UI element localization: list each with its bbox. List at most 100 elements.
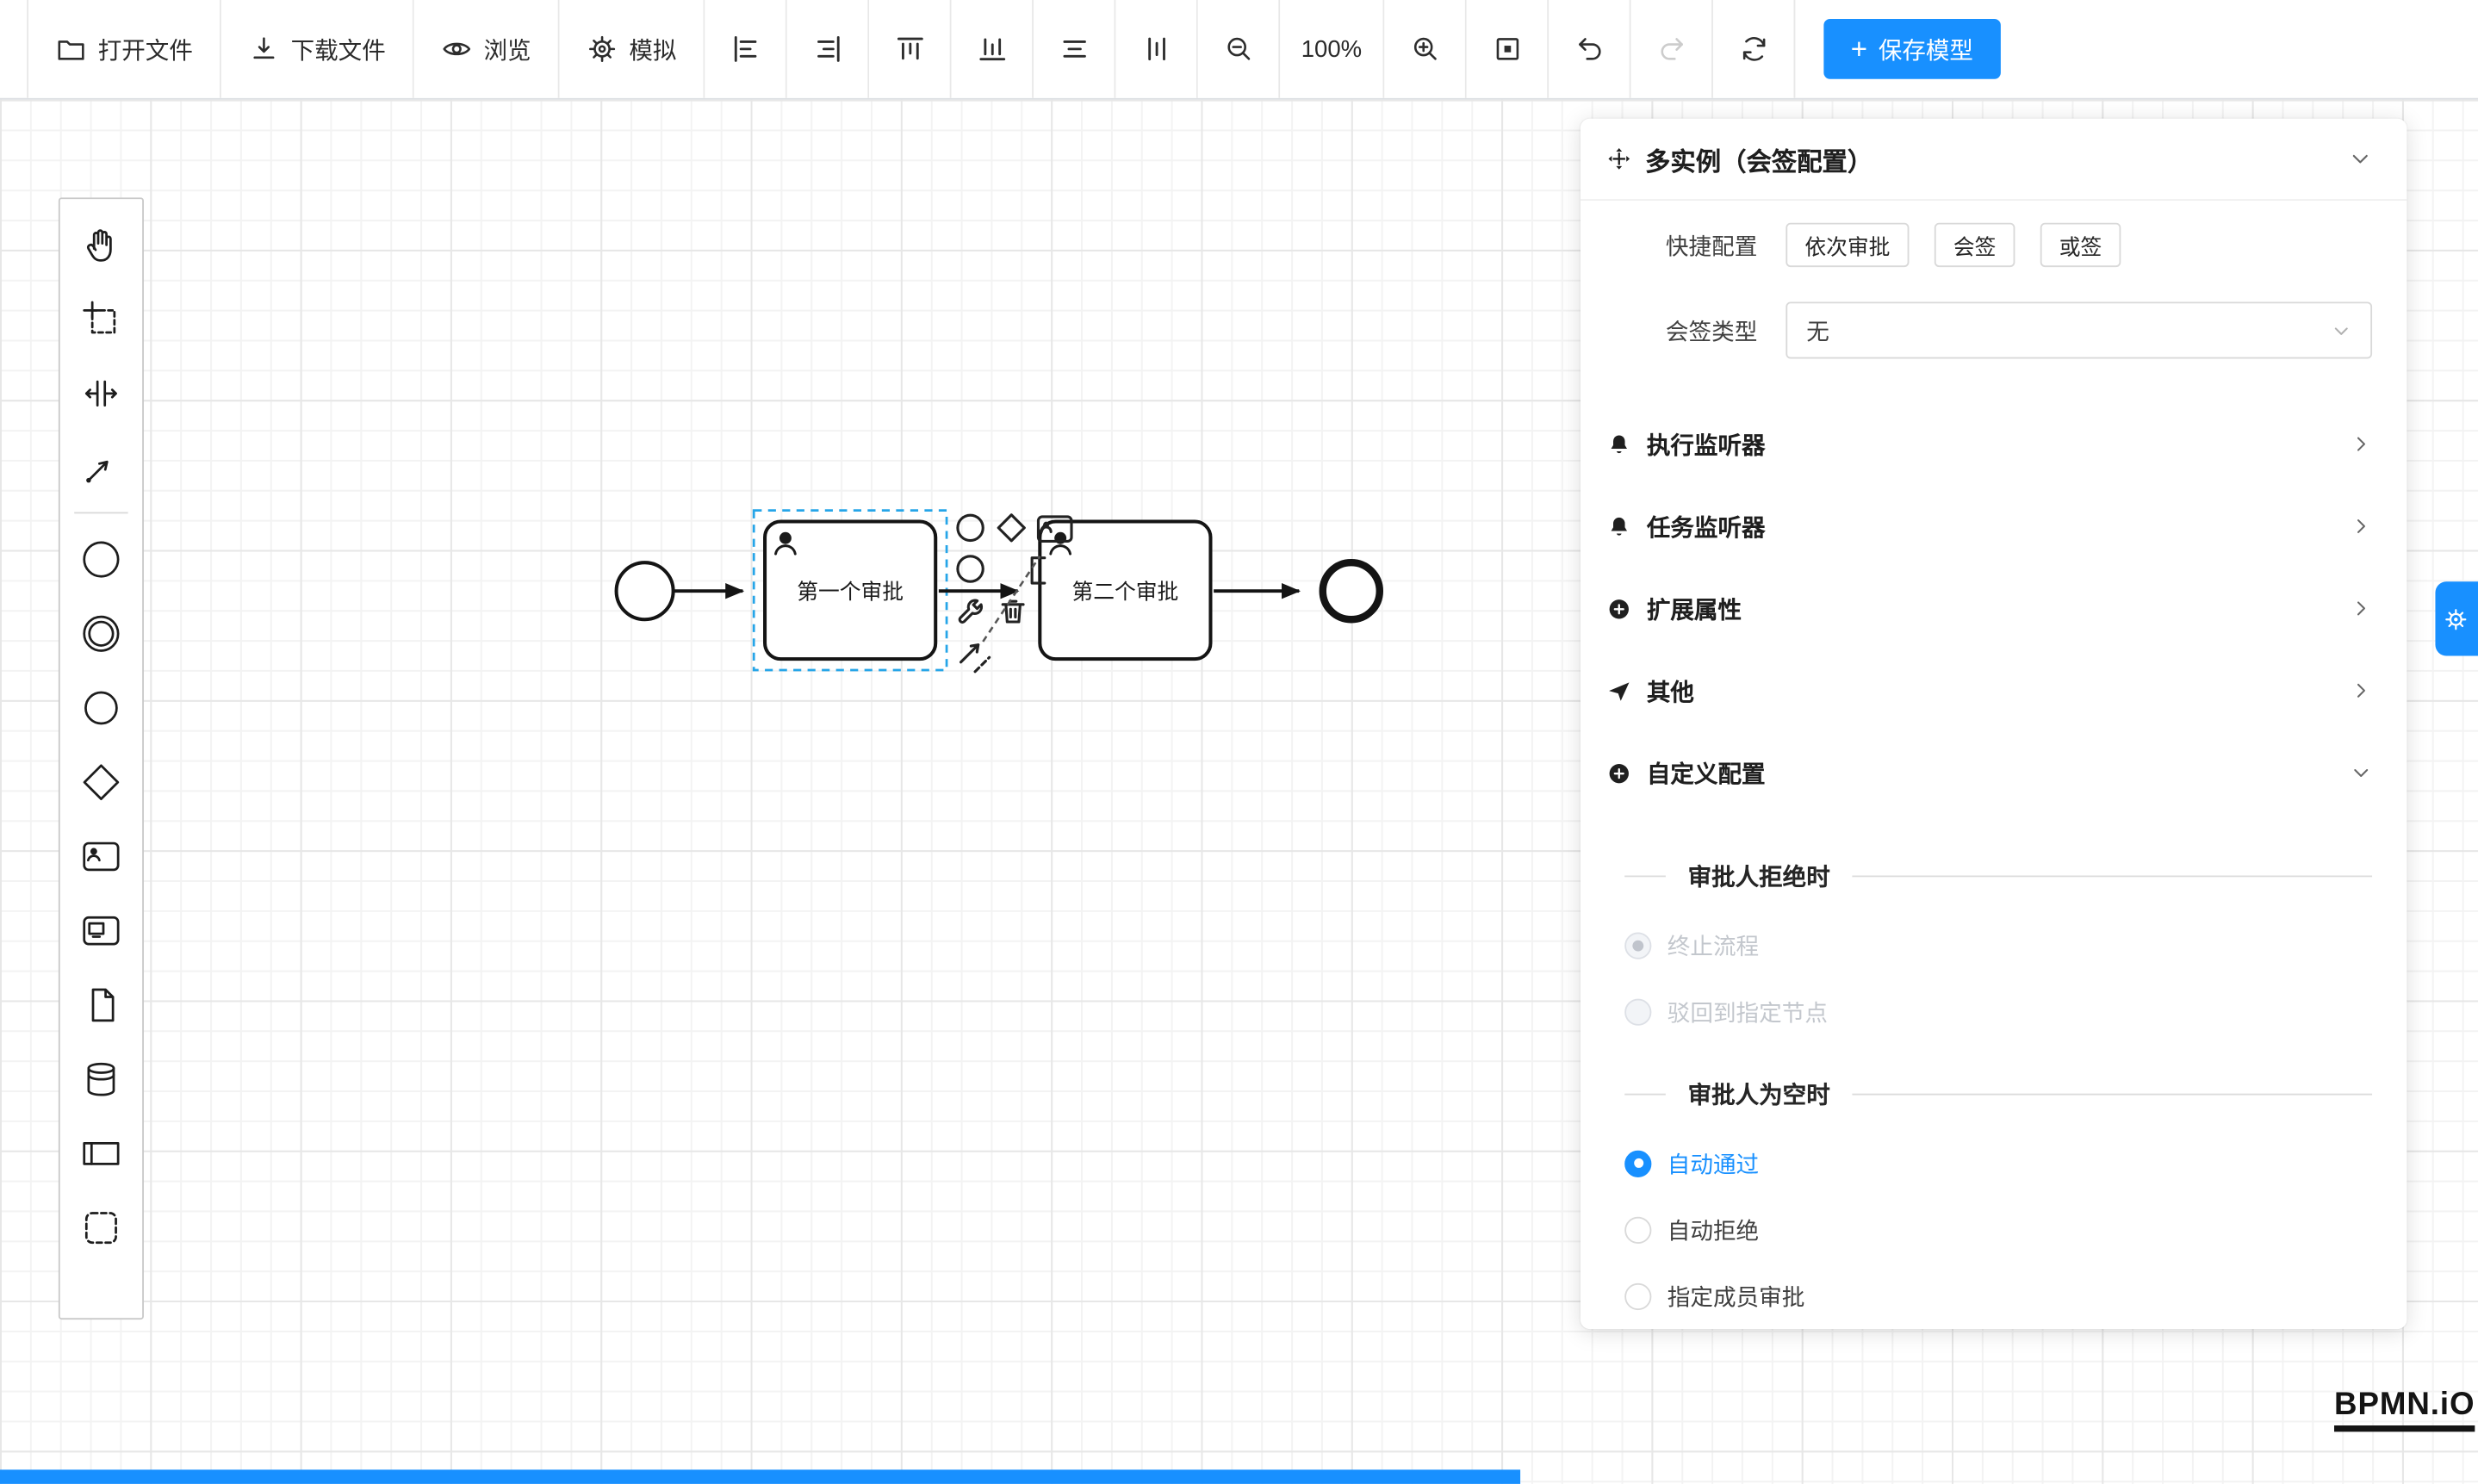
radio-label: 自动通过 xyxy=(1667,1152,1760,1178)
section-custom-config[interactable]: 自定义配置 xyxy=(1581,732,2407,814)
data-store-icon xyxy=(87,1061,115,1096)
refresh-icon xyxy=(1742,37,1765,61)
create-start-event[interactable] xyxy=(60,521,142,595)
align-right-button[interactable] xyxy=(786,0,870,98)
trash-icon[interactable] xyxy=(1001,599,1025,624)
append-gateway-icon[interactable] xyxy=(997,513,1026,543)
radio-label: 驳回到指定节点 xyxy=(1667,1001,1828,1027)
start-event[interactable] xyxy=(614,561,675,622)
sign-type-select[interactable]: 无 xyxy=(1786,301,2373,359)
radio-label: 指定成员审批 xyxy=(1667,1285,1805,1311)
quick-option-orsign[interactable]: 或签 xyxy=(2040,222,2121,268)
chevron-right-icon xyxy=(2357,601,2365,616)
radio-auto-reject[interactable]: 自动拒绝 xyxy=(1624,1196,2372,1263)
zoom-out-icon xyxy=(1227,37,1250,60)
save-model-button[interactable]: + 保存模型 xyxy=(1823,19,2001,79)
radio-unchecked[interactable] xyxy=(1624,1215,1652,1244)
plus-circle-icon xyxy=(1609,599,1629,618)
zoom-in-icon xyxy=(1413,37,1436,60)
align-bottom-button[interactable] xyxy=(951,0,1034,98)
user-icon xyxy=(774,531,797,556)
append-end-event-icon[interactable] xyxy=(956,555,984,583)
create-data-object[interactable] xyxy=(60,967,142,1041)
end-event[interactable] xyxy=(1319,558,1384,624)
simulate-button[interactable]: 模拟 xyxy=(559,0,705,98)
section-label: 执行监听器 xyxy=(1646,432,1766,460)
create-gateway[interactable] xyxy=(60,744,142,818)
align-left-button[interactable] xyxy=(705,0,787,98)
create-task[interactable] xyxy=(60,893,142,967)
redo-button[interactable] xyxy=(1630,0,1714,98)
bpmn-io-logo[interactable]: BPMN.iO xyxy=(2334,1388,2475,1432)
gateway-icon xyxy=(83,763,120,800)
section-extended-properties[interactable]: 扩展属性 xyxy=(1581,568,2407,649)
radio-terminate-process: 终止流程 xyxy=(1624,912,2372,978)
create-participant[interactable] xyxy=(60,1115,142,1189)
chevron-down-icon xyxy=(2334,326,2348,334)
gear-icon xyxy=(589,35,616,62)
lasso-icon xyxy=(83,300,116,333)
palette xyxy=(58,197,144,1320)
zoom-in-button[interactable] xyxy=(1384,0,1467,98)
radio-return-to-node: 驳回到指定节点 xyxy=(1624,978,2372,1045)
create-user-task[interactable] xyxy=(60,818,142,892)
bottom-accent-bar xyxy=(0,1469,1521,1484)
intermediate-event-icon xyxy=(83,614,120,651)
open-file-button[interactable]: 打开文件 xyxy=(27,0,221,98)
hand-tool[interactable] xyxy=(60,207,142,281)
chevron-right-icon xyxy=(2357,437,2365,451)
zoom-level: 100% xyxy=(1280,0,1385,98)
radio-label: 终止流程 xyxy=(1667,934,1760,960)
download-file-button[interactable]: 下载文件 xyxy=(220,0,414,98)
connect-icon[interactable] xyxy=(960,643,980,664)
radio-auto-pass[interactable]: 自动通过 xyxy=(1624,1130,2372,1196)
align-top-button[interactable] xyxy=(869,0,952,98)
plus-circle-icon xyxy=(1609,763,1629,783)
preview-label: 浏览 xyxy=(483,37,531,65)
global-connect-tool[interactable] xyxy=(60,430,142,504)
task-second-approval[interactable] xyxy=(1038,519,1213,661)
align-center-horizontal-button[interactable] xyxy=(1034,0,1116,98)
space-tool[interactable] xyxy=(60,356,142,430)
quick-option-countersign[interactable]: 会签 xyxy=(1934,222,2015,268)
radio-unchecked[interactable] xyxy=(1624,1282,1652,1310)
panel-header[interactable]: 多实例（会签配置） xyxy=(1580,119,2407,202)
quick-option-sequential[interactable]: 依次审批 xyxy=(1786,222,1910,268)
bell-icon xyxy=(1611,434,1628,453)
eye-icon xyxy=(443,42,471,56)
radio-checked[interactable] xyxy=(1624,1149,1652,1177)
fit-view-button[interactable] xyxy=(1466,0,1550,98)
align-center-vertical-button[interactable] xyxy=(1115,0,1198,98)
append-intermediate-event-icon[interactable] xyxy=(956,513,984,543)
create-end-event[interactable] xyxy=(60,670,142,744)
download-file-label: 下载文件 xyxy=(290,37,386,65)
create-data-store[interactable] xyxy=(60,1041,142,1115)
custom-config-content: 审批人拒绝时 终止流程 驳回到指定节点 审批人为空时 自动通过 xyxy=(1581,858,2407,1329)
properties-panel: 多实例（会签配置） 快捷配置 依次审批 会签 或签 会签类型 无 执行监听器 任… xyxy=(1580,118,2407,1330)
undo-button[interactable] xyxy=(1549,0,1631,98)
palette-separator xyxy=(74,512,127,514)
preview-button[interactable]: 浏览 xyxy=(413,0,560,98)
space-tool-icon xyxy=(84,379,117,407)
section-execution-listener[interactable]: 执行监听器 xyxy=(1581,403,2407,485)
folder-icon xyxy=(58,40,84,60)
align-left-icon xyxy=(734,35,756,62)
create-intermediate-event[interactable] xyxy=(60,596,142,670)
append-user-task-icon[interactable] xyxy=(1036,515,1073,543)
refresh-button[interactable] xyxy=(1713,0,1796,98)
dashed-connect-icon[interactable] xyxy=(973,655,991,674)
task-first-approval[interactable] xyxy=(763,519,938,661)
sign-type-label: 会签类型 xyxy=(1665,320,1758,345)
section-other[interactable]: 其他 xyxy=(1581,649,2407,731)
zoom-out-button[interactable] xyxy=(1197,0,1281,98)
wrench-icon[interactable] xyxy=(958,599,984,624)
lasso-tool[interactable] xyxy=(60,282,142,356)
chevron-down-icon[interactable] xyxy=(2349,147,2373,171)
create-group[interactable] xyxy=(60,1190,142,1264)
redo-icon xyxy=(1660,38,1683,60)
section-task-listener[interactable]: 任务监听器 xyxy=(1581,485,2407,567)
radio-designated-member[interactable]: 指定成员审批 xyxy=(1624,1263,2372,1329)
section-label: 扩展属性 xyxy=(1646,596,1742,624)
settings-toggle[interactable] xyxy=(2435,581,2478,656)
